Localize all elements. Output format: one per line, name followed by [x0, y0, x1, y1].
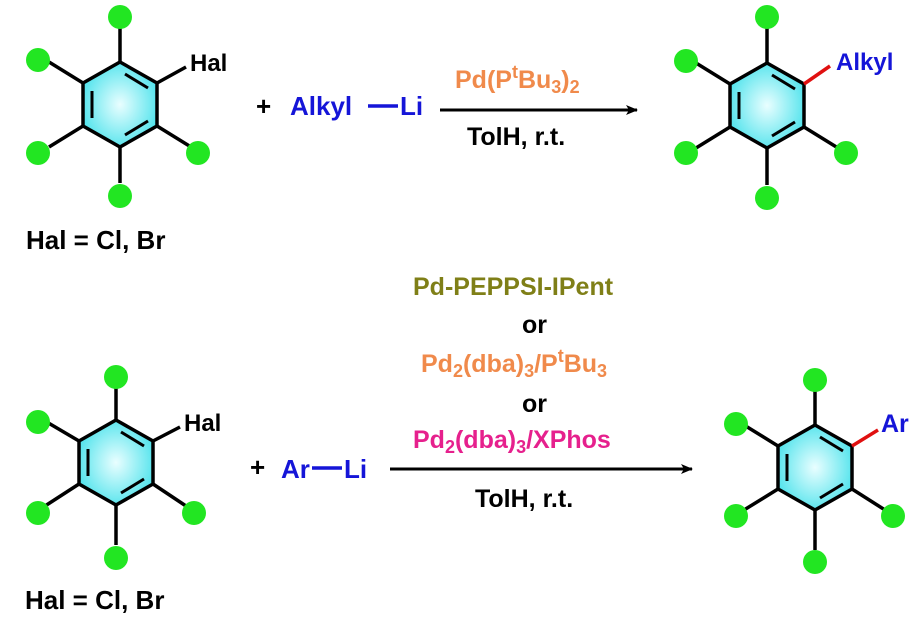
catalyst-pd2dba3-ptbu3: Pd2(dba)3/PtBu3 [421, 346, 608, 382]
or-label-2: or [522, 390, 547, 418]
conditions-label-2: TolH, r.t. [475, 485, 574, 513]
hal-label-1: Hal [190, 50, 228, 77]
product-ar-label: Ar [881, 410, 909, 438]
reactant-ring-1 [26, 5, 210, 208]
product-ring-2 [724, 368, 905, 574]
hal-note-1: Hal = Cl, Br [26, 225, 166, 255]
catalyst-pepppsi: Pd-PEPPSI-IPent [413, 273, 614, 301]
product-alkyl-label: Alkyl [836, 49, 894, 76]
hal-label-2: Hal [184, 410, 222, 437]
hal-note-2: Hal = Cl, Br [25, 585, 165, 615]
reagent-alkyl-label: Alkyl [290, 91, 353, 121]
reagent-li-label-2: Li [344, 454, 368, 484]
reactant-ring-2 [26, 365, 206, 570]
conditions-label-1: TolH, r.t. [467, 123, 566, 151]
reagent-li-label-1: Li [400, 91, 424, 121]
catalyst-pd2dba3-xphos: Pd2(dba)3/XPhos [413, 426, 611, 458]
plus-sign-1: + [256, 91, 272, 121]
catalyst-label-1: Pd(PtBu3)2 [455, 62, 580, 98]
or-label-1: or [522, 311, 547, 339]
plus-sign-2: + [250, 452, 266, 482]
product-ring-1 [674, 5, 858, 210]
reagent-ar-label: Ar [281, 454, 310, 484]
